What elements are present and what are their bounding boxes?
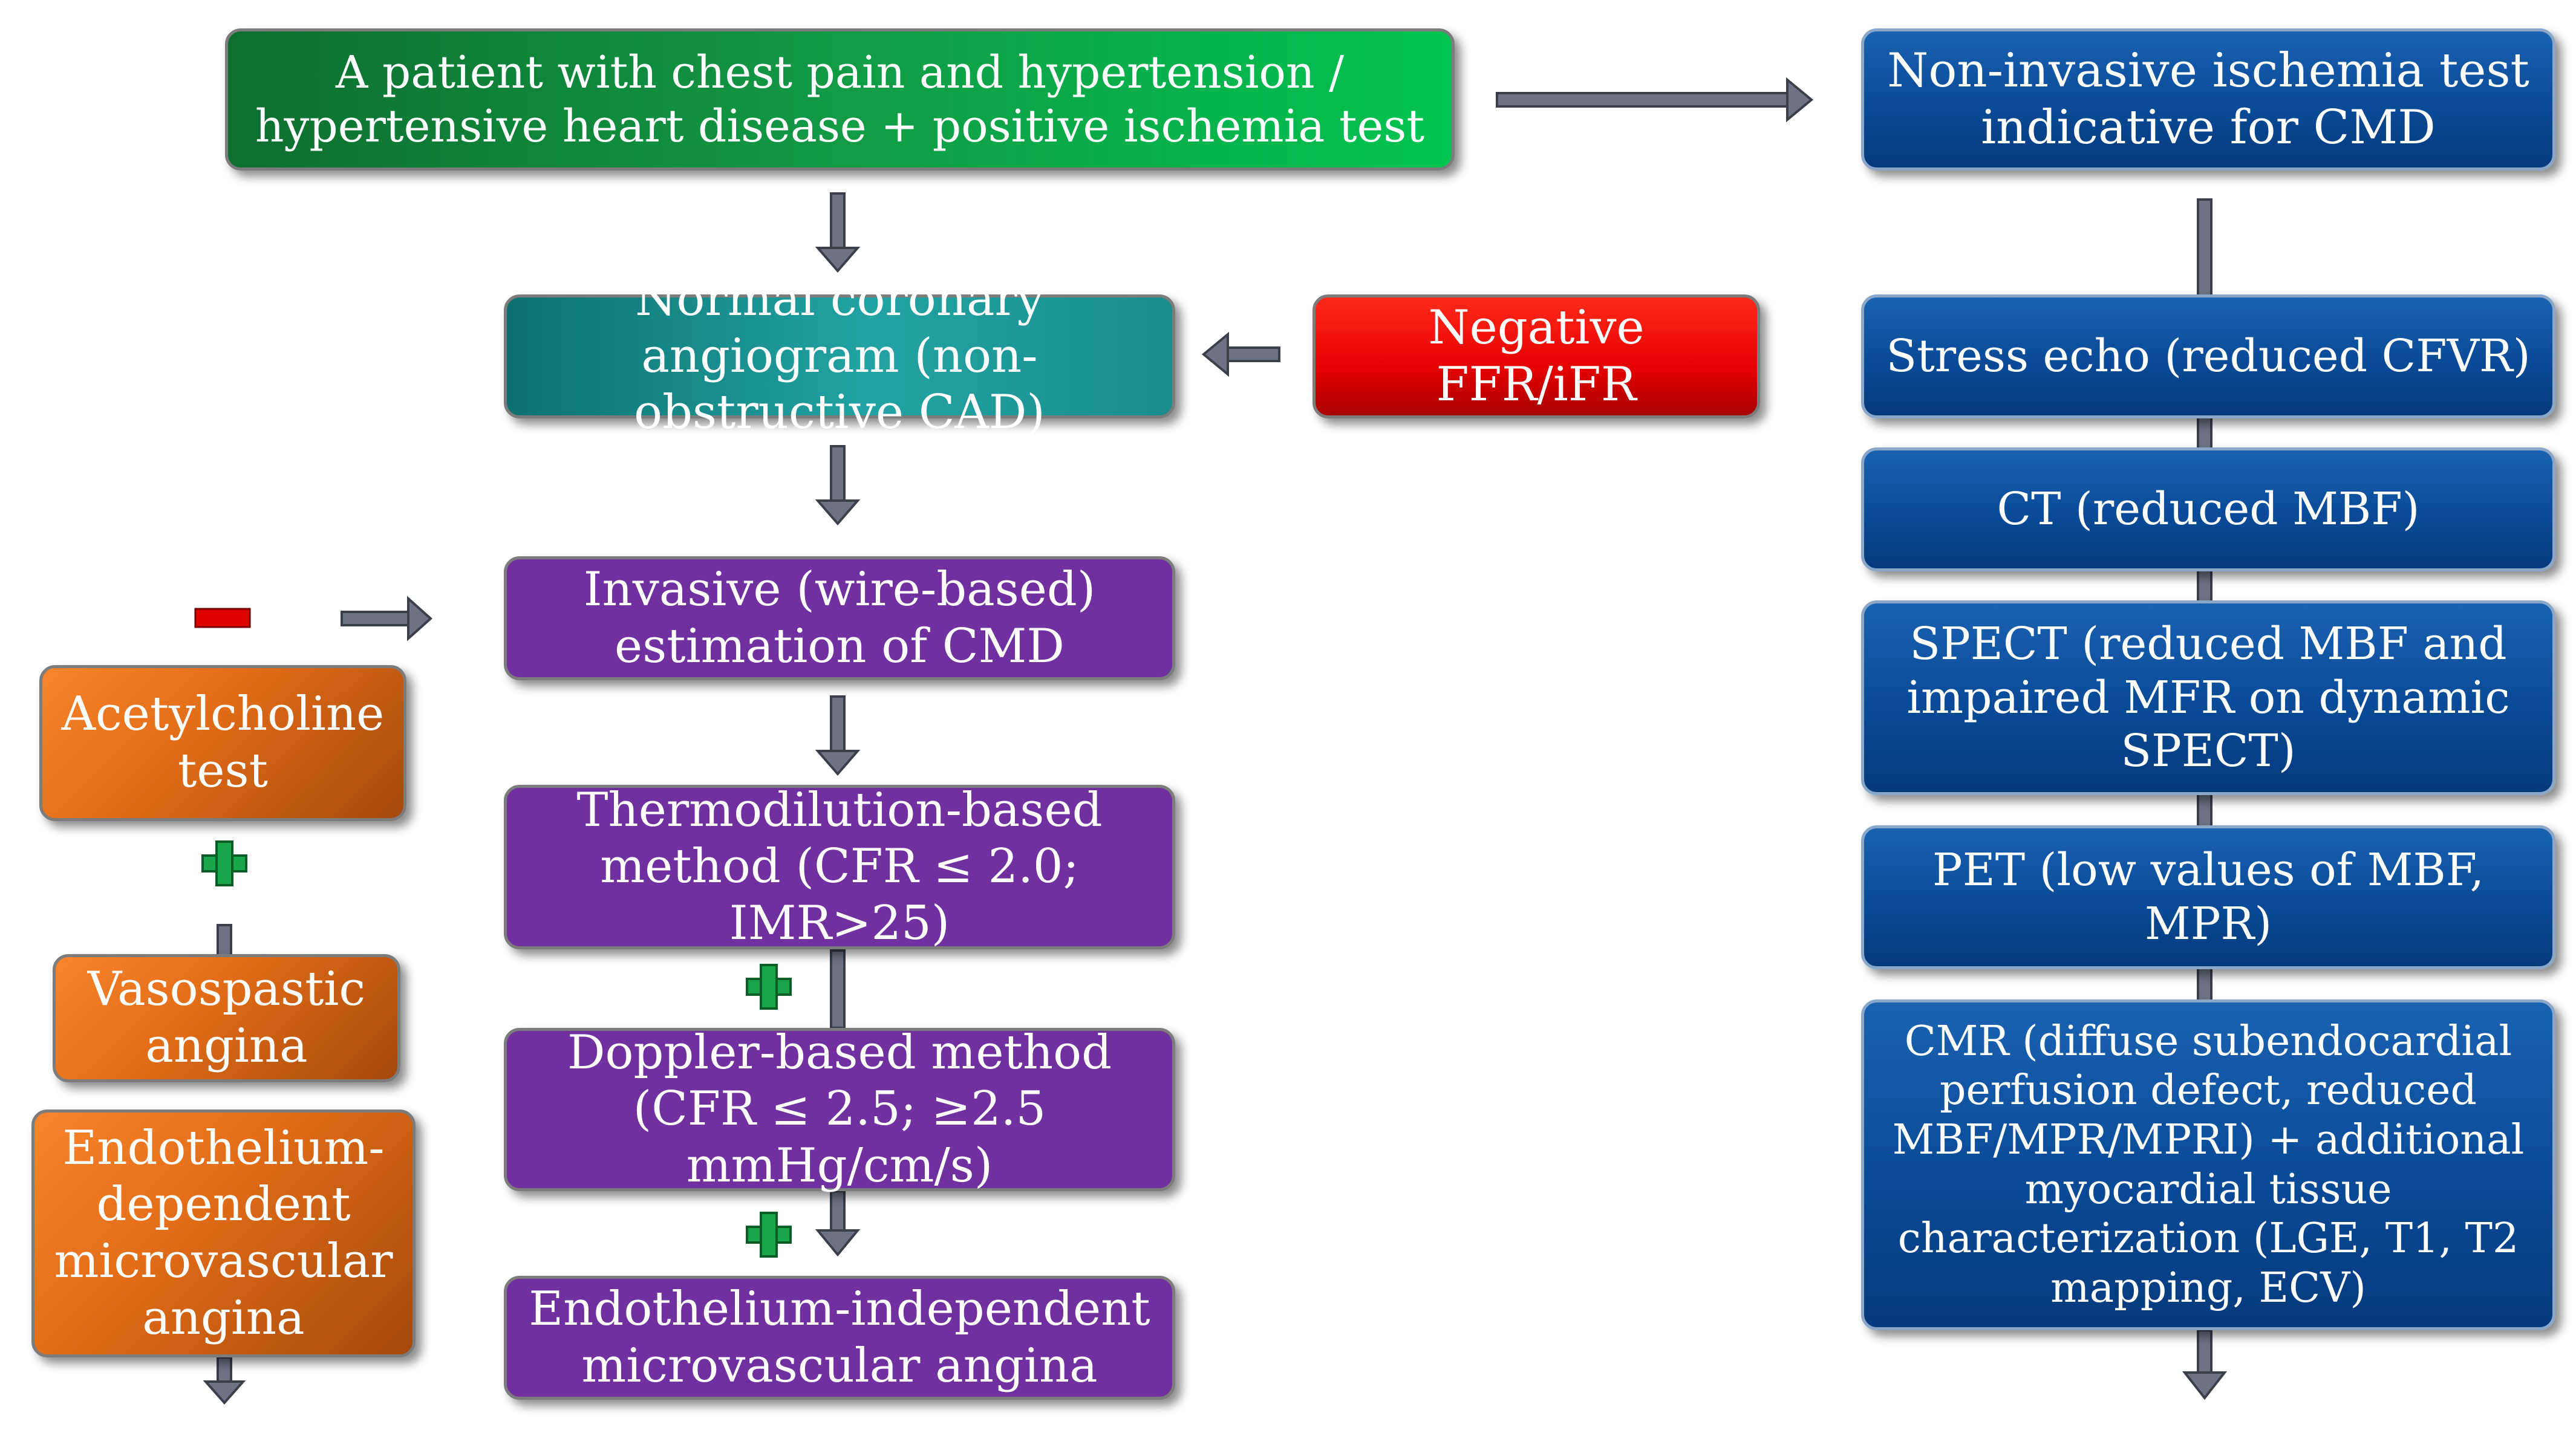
spect-text: SPECT (reduced MBF and impaired MFR on d… bbox=[1906, 617, 2510, 778]
noninvasive-test-text: Non-invasive ischemia test indicative fo… bbox=[1887, 43, 2529, 155]
plus-icon bbox=[746, 964, 792, 1010]
ct-text: CT (reduced MBF) bbox=[1997, 483, 2420, 536]
endothelium-dependent-text: Endothelium-dependent microvascular angi… bbox=[54, 1120, 393, 1345]
spect-box: SPECT (reduced MBF and impaired MFR on d… bbox=[1861, 600, 2555, 795]
cmr-box: CMR (diffuse subendocardial perfusion de… bbox=[1861, 999, 2555, 1330]
stress-echo-box: Stress echo (reduced CFVR) bbox=[1861, 294, 2555, 418]
patient-text: A patient with chest pain and hypertensi… bbox=[255, 46, 1425, 152]
patient-box: A patient with chest pain and hypertensi… bbox=[225, 28, 1455, 171]
connector-line bbox=[217, 924, 232, 957]
arrow-down-icon bbox=[815, 1190, 861, 1257]
negative-ffr-text: Negative FFR/iFR bbox=[1428, 300, 1645, 412]
plus-icon bbox=[746, 1212, 792, 1258]
endothelium-independent-text: Endothelium-independent microvascular an… bbox=[529, 1281, 1150, 1393]
arrow-right-icon bbox=[341, 596, 433, 642]
doppler-text: Doppler-based method (CFR ≤ 2.5; ≥2.5 mm… bbox=[567, 1025, 1112, 1193]
stress-echo-text: Stress echo (reduced CFVR) bbox=[1886, 330, 2531, 383]
acetylcholine-box: Acetylcholine test bbox=[39, 665, 406, 821]
ct-box: CT (reduced MBF) bbox=[1861, 447, 2555, 571]
vasospastic-text: Vasospastic angina bbox=[87, 962, 366, 1073]
normal-angiogram-text: Normal coronary angiogram (non-obstructi… bbox=[634, 272, 1045, 440]
pet-text: PET (low values of MBF, MPR) bbox=[1932, 844, 2485, 950]
thermodilution-box: Thermodilution-based method (CFR ≤ 2.0; … bbox=[504, 782, 1175, 950]
cmr-text: CMR (diffuse subendocardial perfusion de… bbox=[1892, 1017, 2525, 1312]
arrow-left-icon bbox=[1201, 331, 1280, 377]
thermodilution-text: Thermodilution-based method (CFR ≤ 2.0; … bbox=[576, 782, 1103, 950]
arrow-down-icon bbox=[203, 1356, 246, 1405]
arrow-down-icon bbox=[815, 192, 861, 273]
endothelium-dependent-box: Endothelium-dependent microvascular angi… bbox=[31, 1110, 416, 1357]
arrow-down-icon bbox=[815, 445, 861, 526]
arrow-down-icon bbox=[815, 695, 861, 776]
pet-box: PET (low values of MBF, MPR) bbox=[1861, 825, 2555, 969]
negative-ffr-box: Negative FFR/iFR bbox=[1312, 294, 1760, 418]
arrow-down-icon bbox=[2182, 1329, 2228, 1400]
invasive-estimation-box: Invasive (wire-based) estimation of CMD bbox=[504, 556, 1175, 680]
acetylcholine-text: Acetylcholine test bbox=[61, 687, 385, 798]
plus-icon bbox=[201, 840, 247, 886]
connector-line bbox=[830, 949, 846, 1029]
invasive-estimation-text: Invasive (wire-based) estimation of CMD bbox=[583, 562, 1096, 674]
arrow-right-icon bbox=[1496, 77, 1814, 123]
doppler-box: Doppler-based method (CFR ≤ 2.5; ≥2.5 mm… bbox=[504, 1025, 1175, 1193]
vasospastic-box: Vasospastic angina bbox=[53, 954, 400, 1082]
endothelium-independent-box: Endothelium-independent microvascular an… bbox=[504, 1276, 1175, 1400]
minus-icon bbox=[194, 608, 251, 628]
normal-angiogram-box: Normal coronary angiogram (non-obstructi… bbox=[504, 272, 1175, 440]
noninvasive-test-box: Non-invasive ischemia test indicative fo… bbox=[1861, 28, 2555, 171]
